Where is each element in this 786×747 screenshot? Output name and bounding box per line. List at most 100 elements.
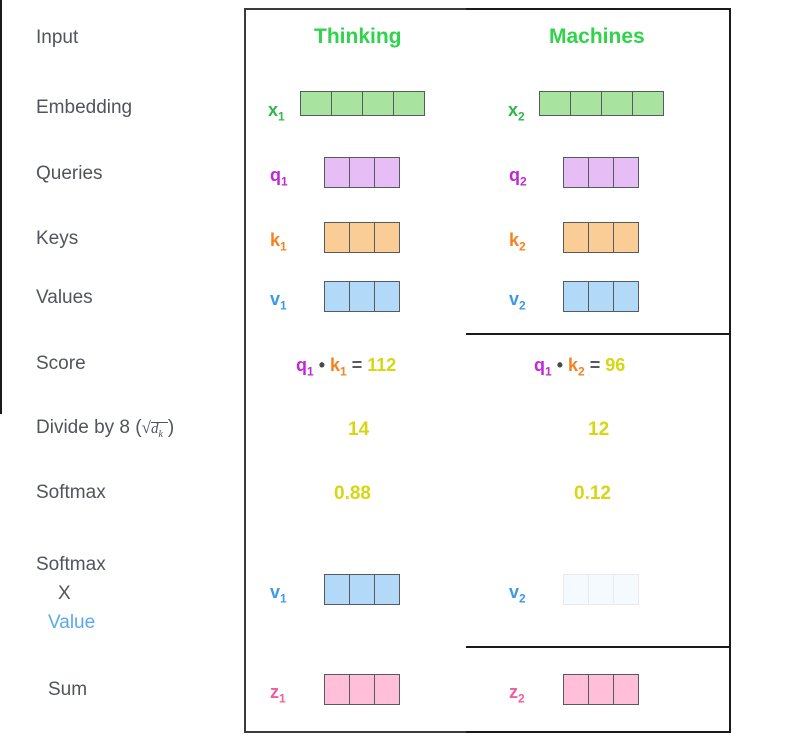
score-k-base-col2: k	[568, 355, 579, 375]
cell	[349, 222, 375, 253]
v2-sub: 2	[519, 298, 526, 313]
softmax-value-col1: 0.88	[334, 483, 371, 504]
dot-product-icon-col2: •	[556, 355, 564, 375]
vector-v2	[563, 281, 639, 312]
k1-sub: 1	[280, 239, 287, 254]
cell	[563, 574, 589, 605]
x1-sub: 1	[278, 109, 285, 124]
cell	[300, 91, 332, 116]
vector-label-v2: v2	[509, 290, 526, 312]
cell	[563, 222, 589, 253]
row-label-embedding: Embedding	[36, 97, 133, 118]
divided-value-col2: 12	[588, 419, 610, 440]
cell	[632, 91, 664, 116]
vector-label-z2: z2	[509, 683, 525, 705]
equals-sign-col1: =	[351, 355, 363, 375]
v1-base: v	[270, 289, 281, 309]
vector-x1	[300, 91, 425, 116]
wv2-base: v	[509, 582, 520, 602]
vector-label-x1: x1	[268, 101, 285, 123]
wv2-sub: 2	[519, 591, 526, 606]
radical-bar	[150, 422, 168, 423]
score-k-base-col1: k	[330, 355, 341, 375]
cell	[324, 674, 350, 705]
cell	[613, 281, 639, 312]
sqrt-base: d	[150, 421, 159, 437]
cell	[362, 91, 394, 116]
cell	[563, 157, 589, 188]
cell	[374, 222, 400, 253]
cell	[374, 674, 400, 705]
cell	[349, 157, 375, 188]
region-outline-column1-right-bottom	[0, 327, 2, 414]
score-q-base-col1: q	[296, 355, 307, 375]
row-label-score: Score	[36, 353, 86, 374]
score-expression-col2: q1 • k2 = 96	[534, 356, 625, 378]
x2-sub: 2	[518, 109, 525, 124]
vector-label-k2: k2	[509, 231, 526, 253]
z1-sub: 1	[279, 691, 286, 706]
q2-base: q	[509, 165, 520, 185]
softmax-value-col2: 0.12	[574, 483, 611, 504]
k1-base: k	[270, 230, 281, 250]
cell	[601, 91, 633, 116]
cell	[349, 281, 375, 312]
softmax-word: Softmax	[36, 554, 106, 575]
vector-label-k1: k1	[270, 231, 287, 253]
cell	[349, 574, 375, 605]
score-q-sub-col2: 1	[545, 364, 552, 379]
cell	[588, 222, 614, 253]
cell	[570, 91, 602, 116]
vector-label-weighted-v1: v1	[270, 583, 287, 605]
vector-label-weighted-v2: v2	[509, 583, 526, 605]
row-label-queries: Queries	[36, 163, 103, 184]
vector-q2	[563, 157, 639, 188]
vector-v1	[324, 281, 400, 312]
cell	[374, 574, 400, 605]
vector-q1	[324, 157, 400, 188]
cell	[374, 157, 400, 188]
z1-base: z	[270, 682, 279, 702]
row-label-keys: Keys	[36, 228, 79, 249]
vector-label-z1: z1	[270, 683, 286, 705]
score-k-col2: k2	[568, 355, 585, 378]
cell	[588, 157, 614, 188]
sqrt-dk-icon: √dk	[142, 419, 168, 440]
score-k-sub-col2: 2	[578, 364, 585, 379]
vector-x2	[539, 91, 664, 116]
row-label-softmax-times-value: Softmax X Value	[36, 550, 106, 637]
cell	[374, 281, 400, 312]
sqrt-subscript: k	[158, 429, 163, 440]
column-header-machines: Machines	[549, 25, 645, 48]
cell	[613, 574, 639, 605]
vector-weighted-v2	[563, 574, 639, 605]
vector-label-q2: q2	[509, 166, 527, 188]
cell	[588, 674, 614, 705]
row-label-sum: Sum	[48, 679, 88, 700]
region-outline-column1	[244, 8, 468, 733]
wv1-sub: 1	[280, 591, 287, 606]
q1-sub: 1	[281, 174, 288, 189]
cell	[613, 157, 639, 188]
score-q-col2: q1	[534, 355, 552, 378]
cell	[563, 281, 589, 312]
score-result-col1: 112	[367, 355, 397, 375]
equals-sign-col2: =	[589, 355, 601, 375]
vector-z2	[563, 674, 639, 705]
cell	[331, 91, 363, 116]
x1-base: x	[268, 100, 279, 120]
q2-sub: 2	[520, 174, 527, 189]
region-outline-column1-right-top	[0, 0, 2, 327]
vector-k1	[324, 222, 400, 253]
cell	[393, 91, 425, 116]
vector-z1	[324, 674, 400, 705]
z2-sub: 2	[518, 691, 525, 706]
divide-close-paren: )	[167, 417, 175, 438]
vector-label-q1: q1	[270, 166, 288, 188]
score-result-col2: 96	[605, 355, 626, 375]
score-q-base-col2: q	[534, 355, 545, 375]
row-label-input: Input	[36, 27, 79, 48]
score-k-sub-col1: 1	[340, 364, 347, 379]
row-label-divide-by-8: Divide by 8 (√dk)	[36, 418, 174, 440]
